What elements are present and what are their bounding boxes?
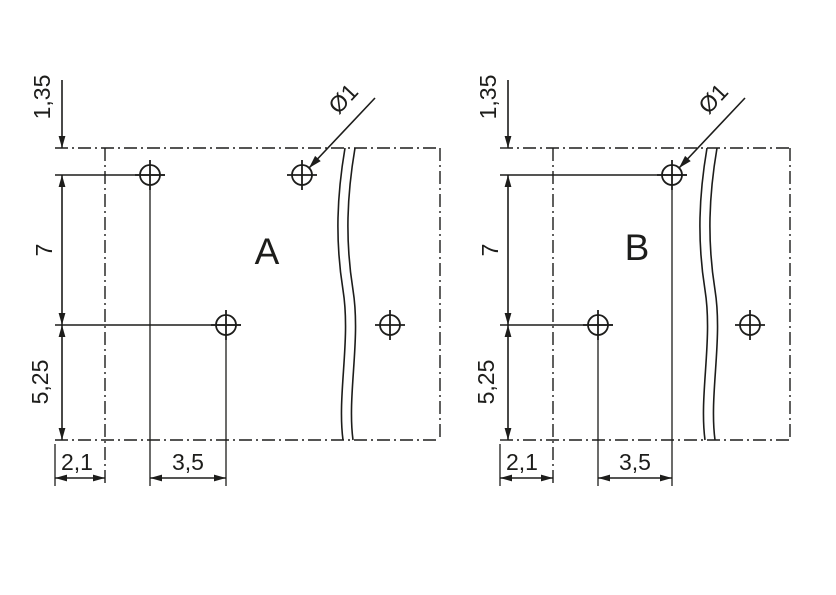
dim-label-hole-pitch: 3,5 (172, 449, 204, 475)
arrowhead (93, 474, 105, 482)
leader-arrowhead (679, 155, 691, 168)
arrowhead (58, 313, 66, 325)
arrowhead (500, 474, 512, 482)
arrowhead (58, 428, 66, 440)
panel-a-extension-lines (54, 174, 241, 486)
arrowhead (504, 313, 512, 325)
panel-a-label: A (255, 231, 280, 272)
break-wave-line (709, 147, 719, 441)
arrowhead (214, 474, 226, 482)
arrowhead (504, 136, 512, 148)
panel-a-phantom-outline (55, 147, 441, 486)
panel-a-dimension-lines (55, 80, 376, 482)
arrowhead (150, 474, 162, 482)
drill-hole-marker (210, 309, 242, 341)
dim-label-edge-offset: 2,1 (61, 449, 93, 475)
dim-label-top-offset: 1,35 (29, 75, 55, 120)
panel-b-extension-lines (499, 174, 687, 486)
drill-hole-marker (134, 159, 166, 191)
dim-label-hole-diameter: Ø1 (693, 78, 733, 118)
drill-hole-marker (582, 309, 614, 341)
panel-b-break-lines (699, 147, 719, 441)
arrowhead (504, 175, 512, 187)
dim-label-hole-pitch: 3,5 (619, 449, 651, 475)
panel-b-dimension-lines (500, 80, 746, 482)
diameter-leader-line (308, 97, 376, 169)
arrowhead (58, 175, 66, 187)
dim-label-hole-diameter: Ø1 (323, 78, 363, 118)
arrowhead (504, 325, 512, 337)
arrowhead (598, 474, 610, 482)
leader-arrowhead (309, 155, 321, 168)
dim-label-bottom-offset: 5,25 (27, 360, 53, 405)
panel-b-phantom-outline (500, 147, 791, 486)
diameter-leader-line (678, 97, 746, 169)
dim-label-bottom-offset: 5,25 (473, 360, 499, 405)
arrowhead (541, 474, 553, 482)
dim-label-row-pitch: 7 (31, 244, 57, 257)
break-wave-line (699, 147, 709, 441)
break-wave-line (347, 147, 357, 441)
arrowhead (504, 428, 512, 440)
dim-label-edge-offset: 2,1 (506, 449, 538, 475)
dim-label-row-pitch: 7 (477, 244, 503, 257)
arrowhead (55, 474, 67, 482)
arrowhead (58, 325, 66, 337)
panel-b-label: B (625, 227, 650, 268)
panel-a: 1,35 7 5,25 2,1 3,5 Ø1 A (27, 75, 441, 486)
arrowhead (660, 474, 672, 482)
drill-hole-marker (374, 309, 406, 341)
drill-hole-marker (734, 309, 766, 341)
panel-a-break-lines (337, 147, 357, 441)
dim-label-top-offset: 1,35 (475, 75, 501, 120)
break-wave-line (337, 147, 347, 441)
arrowhead (58, 136, 66, 148)
panel-b: 1,35 7 5,25 2,1 3,5 Ø1 B (473, 75, 791, 486)
